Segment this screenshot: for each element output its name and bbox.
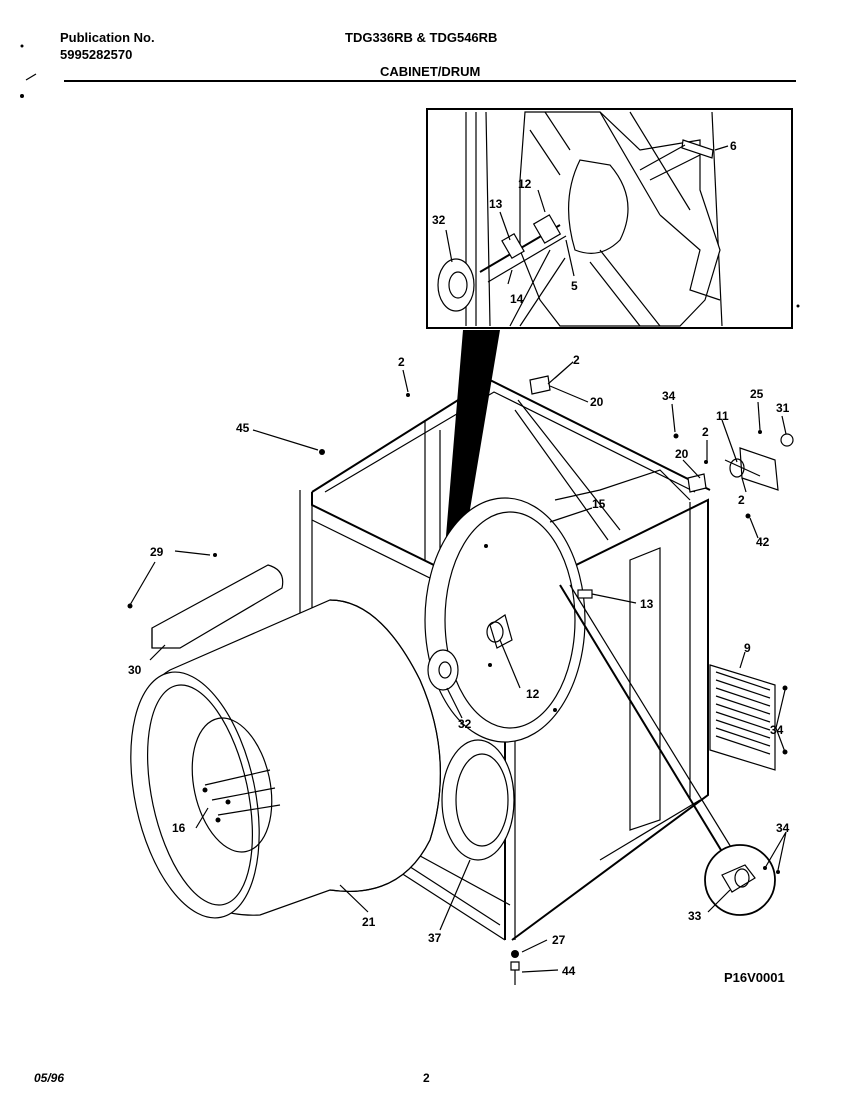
- callout-2-right: 2: [702, 425, 709, 439]
- callout-34-grille: 34: [770, 723, 784, 737]
- front-trim-panel: [127, 553, 284, 649]
- callout-9: 9: [744, 641, 751, 655]
- callout-6: 6: [730, 139, 737, 153]
- lint-screen-grille: [709, 664, 788, 771]
- callout-15: 15: [592, 497, 606, 511]
- callout-labels: 6 12 13 32 14 5 2 2 20 34 25 11 31 45 2 …: [128, 139, 790, 978]
- callout-2-clip: 2: [573, 353, 580, 367]
- fasteners: [319, 393, 751, 985]
- callout-32: 32: [458, 717, 472, 731]
- callout-21: 21: [362, 915, 376, 929]
- drum: [130, 599, 441, 919]
- callout-27: 27: [552, 933, 566, 947]
- callout-31: 31: [776, 401, 790, 415]
- callout-12-inset: 12: [518, 177, 532, 191]
- callout-30: 30: [128, 663, 142, 677]
- callout-20-top: 20: [590, 395, 604, 409]
- callout-13-inset: 13: [489, 197, 503, 211]
- callout-16: 16: [172, 821, 186, 835]
- publication-label: Publication No.: [60, 30, 155, 45]
- callout-32-inset: 32: [432, 213, 446, 227]
- callout-20-right: 20: [675, 447, 689, 461]
- callout-33: 33: [688, 909, 702, 923]
- section-title: CABINET/DRUM: [380, 64, 481, 79]
- model-numbers: TDG336RB & TDG546RB: [345, 30, 498, 45]
- callout-2-top: 2: [398, 355, 405, 369]
- callout-45: 45: [236, 421, 250, 435]
- callout-42: 42: [756, 535, 770, 549]
- callout-13: 13: [640, 597, 654, 611]
- callout-11: 11: [716, 409, 729, 423]
- inset-detail: [426, 108, 793, 329]
- callout-34-top: 34: [662, 389, 676, 403]
- door-switch-assembly: [724, 430, 794, 491]
- publication-number: 5995282570: [60, 47, 133, 62]
- revision-date: 05/96: [34, 1071, 65, 1085]
- callout-12: 12: [526, 687, 540, 701]
- callout-34-idler: 34: [776, 821, 790, 835]
- callout-44: 44: [562, 964, 576, 978]
- scan-marks: [20, 44, 800, 308]
- callout-37: 37: [428, 931, 442, 945]
- page-number: 2: [423, 1071, 430, 1085]
- callout-5: 5: [571, 279, 578, 293]
- header-rule: [64, 80, 796, 82]
- callout-29: 29: [150, 545, 164, 559]
- leader-lines: [129, 361, 787, 973]
- callout-25: 25: [750, 387, 764, 401]
- callout-2-switch: 2: [738, 493, 745, 507]
- callout-14: 14: [510, 292, 524, 306]
- diagram-code: P16V0001: [724, 970, 785, 985]
